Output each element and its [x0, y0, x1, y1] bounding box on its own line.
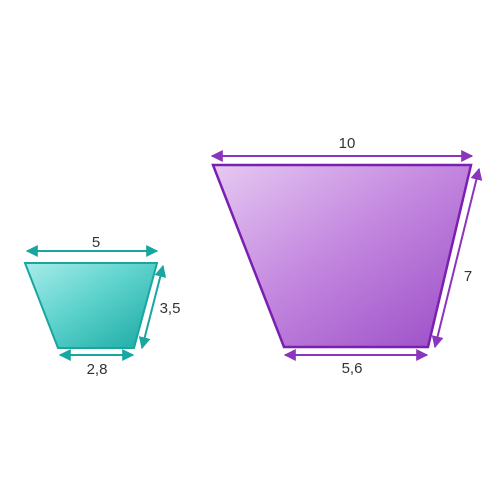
small-trapezoid-shape [23, 262, 159, 349]
small-top-label: 5 [92, 234, 100, 251]
small-trapezoid: 5 2,8 3,5 [23, 234, 181, 378]
large-trapezoid: 10 5,6 7 [210, 135, 483, 377]
small-side-dimension-arrow [138, 264, 167, 350]
large-top-label: 10 [339, 135, 356, 152]
large-bottom-label: 5,6 [342, 360, 363, 377]
large-side-label: 7 [464, 268, 472, 285]
large-trapezoid-shape [211, 163, 473, 349]
small-side-label: 3,5 [160, 300, 181, 317]
small-bottom-label: 2,8 [87, 361, 108, 378]
large-side-dimension-arrow [431, 167, 483, 349]
